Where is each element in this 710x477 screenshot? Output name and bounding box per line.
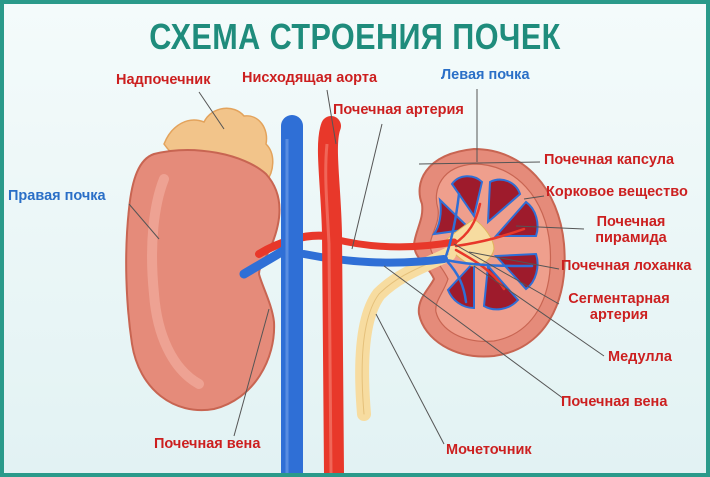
left-renal-artery <box>330 235 458 251</box>
label-renal-artery: Почечная артерия <box>333 102 464 118</box>
label-cortex: Корковое вещество <box>546 184 688 200</box>
renal-pyramid <box>431 197 473 236</box>
label-adrenal: Надпочечник <box>116 72 211 88</box>
label-renal-vein-left: Почечная вена <box>561 394 668 410</box>
label-segmental-line2: артерия <box>589 307 649 323</box>
kidney-illustration <box>125 89 605 473</box>
label-pyramid: Почечная пирамида <box>586 214 676 246</box>
label-segmental-artery: Сегментарная артерия <box>559 291 679 323</box>
label-aorta: Нисходящая аорта <box>242 70 378 86</box>
label-renal-vein-right: Почечная вена <box>154 436 261 452</box>
label-pelvis: Почечная лоханка <box>561 258 692 274</box>
label-right-kidney: Правая почка <box>8 188 106 204</box>
ureter-outline <box>361 253 450 415</box>
right-kidney-highlight <box>147 174 204 389</box>
label-capsule: Почечная капсула <box>544 152 675 168</box>
renal-pyramid <box>482 263 520 311</box>
label-pyramid-line2: пирамида <box>595 230 667 246</box>
renal-pyramid <box>450 175 484 219</box>
renal-pyramids <box>431 175 539 311</box>
renal-pyramid <box>493 200 539 237</box>
descending-aorta <box>317 116 344 473</box>
renal-pyramid <box>486 178 522 225</box>
page-title: СХЕМА СТРОЕНИЯ ПОЧЕК <box>149 16 561 57</box>
label-segmental-line1: Сегментарная <box>568 291 670 307</box>
label-ureter: Мочеточник <box>446 442 532 458</box>
left-renal-vein <box>300 250 448 267</box>
label-left-kidney: Левая почка <box>441 67 530 83</box>
label-pyramid-line1: Почечная <box>596 214 666 230</box>
label-medulla: Медулла <box>608 349 672 365</box>
leader-lines <box>128 89 605 445</box>
segmental-branches <box>444 192 534 304</box>
